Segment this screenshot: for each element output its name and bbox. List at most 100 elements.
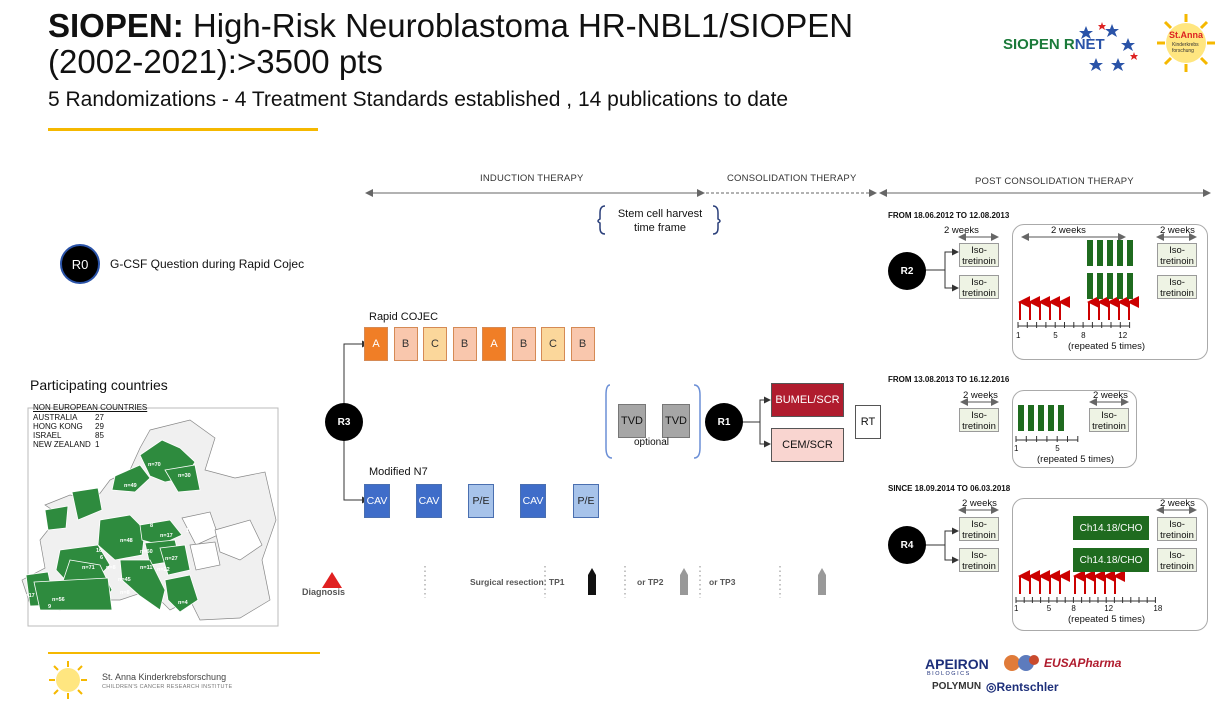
country-count: 85 — [95, 431, 104, 440]
tick-label: 8 — [1081, 331, 1086, 340]
footer-rule — [48, 652, 320, 654]
country-count: 29 — [95, 422, 104, 431]
n7-title: Modified N7 — [369, 466, 428, 478]
optional-label: optional — [634, 437, 670, 448]
map-label: n=30 — [178, 473, 191, 479]
antibody-bar — [1117, 273, 1123, 299]
apeiron-sub: BIOLOGICS — [927, 671, 971, 677]
tick-label: 1 — [1016, 331, 1021, 340]
phase-post: POST CONSOLIDATION THERAPY — [975, 176, 1134, 187]
footer-stanna-sun-icon — [48, 660, 88, 700]
antibody-bar — [1127, 273, 1133, 299]
tvd-block-1: TVD — [618, 404, 646, 438]
bumel-block: BUMEL/SCR — [771, 383, 844, 417]
ch14-block-1: Ch14.18/CHO — [1073, 516, 1149, 540]
map-label: n=22 — [157, 567, 170, 573]
rapid-cojec-block: A — [364, 327, 388, 361]
map-label: n=8 — [120, 590, 130, 596]
country-name: ISRAEL — [33, 431, 62, 440]
map-label: 6 — [100, 555, 104, 561]
rentschler-icon: ◎ — [986, 680, 997, 694]
country-name: AUSTRALIA — [33, 413, 78, 422]
countries-header: NON EUROPEAN COUNTRIES — [33, 403, 148, 412]
iso-3c: Iso- tretinoin — [1157, 517, 1197, 541]
diagnosis-label: Diagnosis — [302, 587, 346, 597]
stem-cell-note: Stem cell harvest time frame — [617, 208, 703, 234]
iso-3a: Iso- tretinoin — [959, 517, 999, 541]
antibody-bar — [1127, 240, 1133, 266]
country-row: AUSTRALIA 27 — [33, 413, 133, 422]
footer-stanna-name: St. Anna Kinderkrebsforschung — [102, 672, 227, 682]
r0-text: G-CSF Question during Rapid Cojec — [110, 257, 305, 271]
antibody-bar — [1058, 405, 1064, 431]
antibody-bar — [1107, 273, 1113, 299]
rapid-cojec-block: C — [423, 327, 447, 361]
europe-map — [21, 407, 279, 627]
rapid-cojec-block: B — [511, 327, 536, 361]
tick-label: 5 — [1053, 331, 1058, 340]
footer-stanna-sub: CHILDREN'S CANCER RESEARCH INSTITUTE — [102, 684, 233, 690]
map-label: n=27 — [165, 556, 178, 562]
p2-2weeks-a: 2 weeks — [963, 390, 998, 401]
country-count: 27 — [95, 413, 104, 422]
title-bold: SIOPEN: — [48, 7, 184, 44]
tick-label: 1 — [1014, 444, 1019, 453]
p3-repeated: (repeated 5 times) — [1068, 614, 1146, 625]
iso-3d: Iso- tretinoin — [1157, 548, 1197, 572]
title-line2: (2002-2021):>3500 pts — [48, 43, 383, 80]
map-label: n=71 — [82, 565, 95, 571]
antibody-bar — [1087, 240, 1093, 266]
molecule-icon — [1002, 652, 1040, 674]
post-panel-1 — [1012, 224, 1208, 360]
tp3-label: or TP3 — [709, 577, 736, 587]
map-label: n=8 — [106, 565, 116, 571]
map-label: n=60 — [140, 549, 153, 555]
n7-block: CAV — [520, 484, 546, 518]
antibody-bar — [1038, 405, 1044, 431]
countries-title: Participating countries — [30, 377, 168, 393]
iso-2b: Iso- tretinoin — [1089, 408, 1129, 432]
iso-1d: Iso- tretinoin — [1157, 275, 1197, 299]
antibody-bar — [1018, 405, 1024, 431]
period2-label: FROM 13.08.2013 TO 16.12.2016 — [888, 375, 1010, 384]
r4-circle: R4 — [888, 526, 926, 564]
p2-repeated: (repeated 5 times) — [1037, 454, 1115, 465]
map-label: n=4 — [178, 600, 188, 606]
rapid-cojec-block: C — [541, 327, 565, 361]
map-label: 9 — [48, 604, 52, 610]
post-panel-2 — [1012, 390, 1137, 468]
subtitle: 5 Randomizations - 4 Treatment Standards… — [48, 88, 789, 111]
tvd-block-2: TVD — [662, 404, 690, 438]
rapid-cojec-block: B — [452, 327, 477, 361]
rt-block: RT — [855, 405, 881, 439]
map-label: n=48 — [120, 538, 133, 544]
phase-consolidation: CONSOLIDATION THERAPY — [727, 173, 857, 184]
iso-1a: Iso- tretinoin — [959, 243, 999, 267]
antibody-bar — [1107, 240, 1113, 266]
siopen-text: SIOPEN RNET — [1003, 36, 1105, 53]
period3-label: SINCE 18.09.2014 TO 06.03.2018 — [888, 484, 1011, 493]
surgical-label: Surgical resection: TP1 — [470, 577, 565, 587]
rapid-cojec-title: Rapid COJEC — [369, 311, 439, 323]
period1-label: FROM 18.06.2012 TO 12.08.2013 — [888, 211, 1010, 220]
rapid-cojec-block: B — [393, 327, 418, 361]
tick-label: 5 — [1055, 444, 1060, 453]
rapid-cojec-block: B — [570, 327, 595, 361]
country-row: ISRAEL 85 — [33, 431, 133, 440]
map-label: n=17 — [160, 533, 173, 539]
p1-repeated: (repeated 5 times) — [1068, 341, 1146, 352]
cem-block: CEM/SCR — [771, 428, 844, 462]
p1-2weeks-c: 2 weeks — [1160, 225, 1195, 236]
tick-label: 5 — [1046, 604, 1052, 613]
antibody-bar — [1097, 240, 1103, 266]
r1-circle: R1 — [705, 403, 743, 441]
rapid-cojec-block: A — [482, 327, 506, 361]
ch14-block-2: Ch14.18/CHO — [1073, 548, 1149, 572]
antibody-bar — [1087, 273, 1093, 299]
antibody-bar — [1048, 405, 1054, 431]
n7-block: CAV — [416, 484, 442, 518]
r0-circle: R0 — [60, 244, 100, 284]
